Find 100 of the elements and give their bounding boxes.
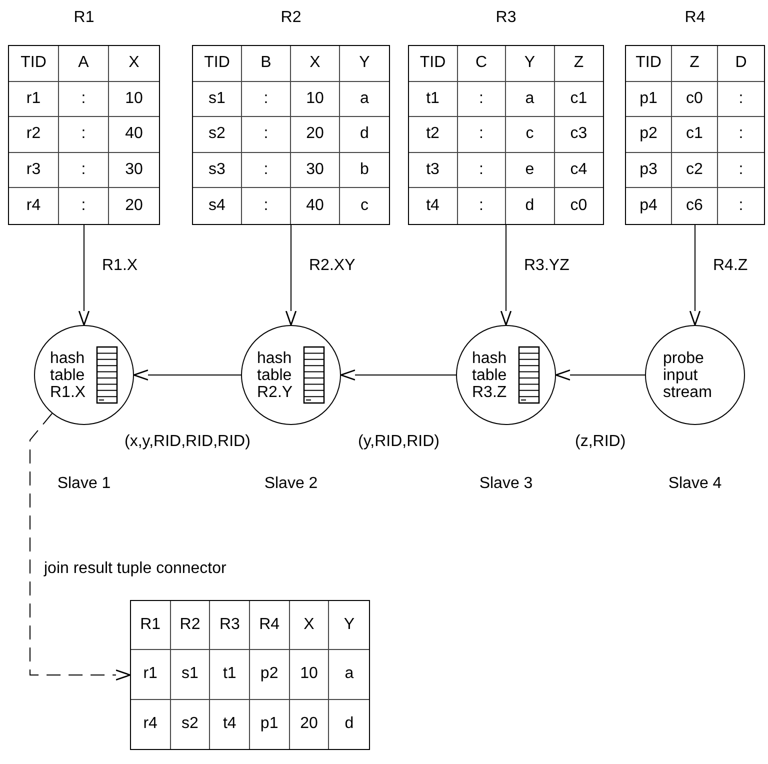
table-cell: 40 [291, 188, 340, 224]
table-cell: s2 [170, 700, 210, 749]
circle-label: probe input stream [663, 350, 713, 400]
table-cell: : [718, 152, 764, 188]
circle-label: hash table R3.Z [472, 350, 508, 400]
table-cell: c0 [672, 82, 718, 118]
table-cell: p2 [250, 650, 290, 700]
table-cell: : [242, 152, 291, 188]
table-cell: : [242, 117, 291, 153]
arrow [689, 224, 701, 326]
table-cell: s2 [193, 117, 242, 153]
table-cell: : [458, 152, 506, 188]
arrow [555, 369, 646, 381]
table-title: R4 [684, 9, 706, 27]
table-cell: : [458, 117, 506, 153]
table-cell: s3 [193, 152, 242, 188]
table-cell: R1 [131, 601, 171, 650]
table-cell: t2 [409, 117, 458, 153]
edge-label: (z,RID) [573, 433, 628, 451]
table-title: R1 [72, 9, 96, 27]
table-cell: r3 [9, 152, 59, 188]
table-cell: r4 [9, 188, 59, 224]
table-cell: c1 [554, 82, 603, 118]
table-cell: p4 [626, 188, 672, 224]
table-cell: X [290, 601, 330, 650]
edge-label: (y,RID,RID) [356, 433, 442, 451]
node-caption: Slave 3 [479, 475, 533, 493]
table-cell: TID [626, 46, 672, 82]
table-cell: t4 [210, 700, 250, 749]
table-cell: t1 [409, 82, 458, 118]
table-cell: : [242, 82, 291, 118]
table-cell: t1 [210, 650, 250, 700]
table-cell: c3 [554, 117, 603, 153]
table-cell: C [458, 46, 506, 82]
table-title: R2 [280, 9, 302, 27]
table-cell: d [506, 188, 554, 224]
table-cell: 20 [290, 700, 330, 749]
table-cell: : [718, 117, 764, 153]
table-cell: c6 [672, 188, 718, 224]
table-cell: a [329, 650, 369, 700]
table-cell: p1 [250, 700, 290, 749]
table-cell: a [340, 82, 389, 118]
table-cell: Y [506, 46, 554, 82]
table-cell: X [109, 46, 159, 82]
arrow [78, 224, 90, 326]
table-title: R3 [494, 9, 518, 27]
table-cell: Z [554, 46, 603, 82]
table-cell: X [291, 46, 340, 82]
table-cell: c [506, 117, 554, 153]
table-cell-text: c0 [569, 196, 588, 216]
table-cell: 40 [109, 117, 159, 153]
table-cell: TID [409, 46, 458, 82]
table-cell: R2 [170, 601, 210, 650]
table-cell: : [458, 82, 506, 118]
table-cell: R4 [250, 601, 290, 650]
table-cell-text: : [738, 196, 744, 216]
table-cell: : [59, 152, 109, 188]
table-cell: TID [9, 46, 59, 82]
table-cell: t4 [409, 188, 458, 224]
table-cell: s4 [193, 188, 242, 224]
table-cell: Z [672, 46, 718, 82]
table-cell-text: 20 [124, 196, 144, 216]
table-cell: TID [193, 46, 242, 82]
table-cell: c1 [672, 117, 718, 153]
table-cell: d [340, 117, 389, 153]
edge-label: join result tuple connector [42, 560, 228, 578]
arrow [500, 224, 512, 326]
table-cell: : [59, 82, 109, 118]
table-cell: 10 [290, 650, 330, 700]
table-cell: 20 [291, 117, 340, 153]
arrow [285, 224, 297, 326]
table-cell: a [506, 82, 554, 118]
table-cell: A [59, 46, 109, 82]
table-cell: : [59, 117, 109, 153]
table-cell: b [340, 152, 389, 188]
table-cell: r1 [131, 650, 171, 700]
arrow [340, 369, 456, 381]
node-caption: Slave 2 [264, 475, 318, 493]
table-cell: B [242, 46, 291, 82]
table-cell: t3 [409, 152, 458, 188]
table-cell: s1 [193, 82, 242, 118]
table-cell: R3 [210, 601, 250, 650]
table-cell: e [506, 152, 554, 188]
table-cell: : [59, 188, 109, 224]
table-cell-text: c [360, 196, 370, 216]
table-cell: p1 [626, 82, 672, 118]
table-cell: s1 [170, 650, 210, 700]
node-caption: Slave 4 [668, 475, 722, 493]
circle-label: hash table R2.Y [257, 350, 294, 400]
table-cell: p3 [626, 152, 672, 188]
table-cell: c2 [672, 152, 718, 188]
table-cell: 30 [291, 152, 340, 188]
dashed-arrow [30, 413, 131, 681]
table-cell: : [718, 82, 764, 118]
table-cell: r1 [9, 82, 59, 118]
circle-label: hash table R1.X [50, 350, 87, 400]
table-cell: Y [340, 46, 389, 82]
table-cell: D [718, 46, 764, 82]
table-cell: 10 [109, 82, 159, 118]
table-cell: : [458, 188, 506, 224]
